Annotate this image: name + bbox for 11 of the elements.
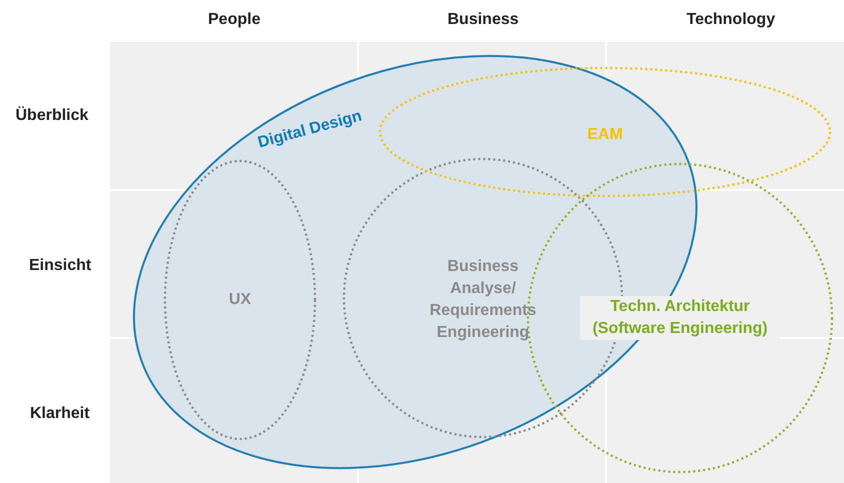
ellipse-label: Digital Design bbox=[255, 106, 365, 154]
column-header: People bbox=[208, 11, 260, 29]
column-header: Technology bbox=[686, 11, 776, 29]
row-header: Klarheit bbox=[30, 405, 90, 423]
ellipse-label: UX bbox=[228, 290, 252, 310]
row-header: Einsicht bbox=[29, 257, 92, 275]
ellipse-label: EAM bbox=[586, 125, 624, 145]
column-header: Business bbox=[448, 11, 519, 29]
ellipse-label: Techn. Architektur (Software Engineering) bbox=[580, 296, 780, 340]
ellipse-label: Business Analyse/ Requirements Engineering bbox=[428, 256, 538, 343]
row-header: Überblick bbox=[16, 107, 88, 125]
